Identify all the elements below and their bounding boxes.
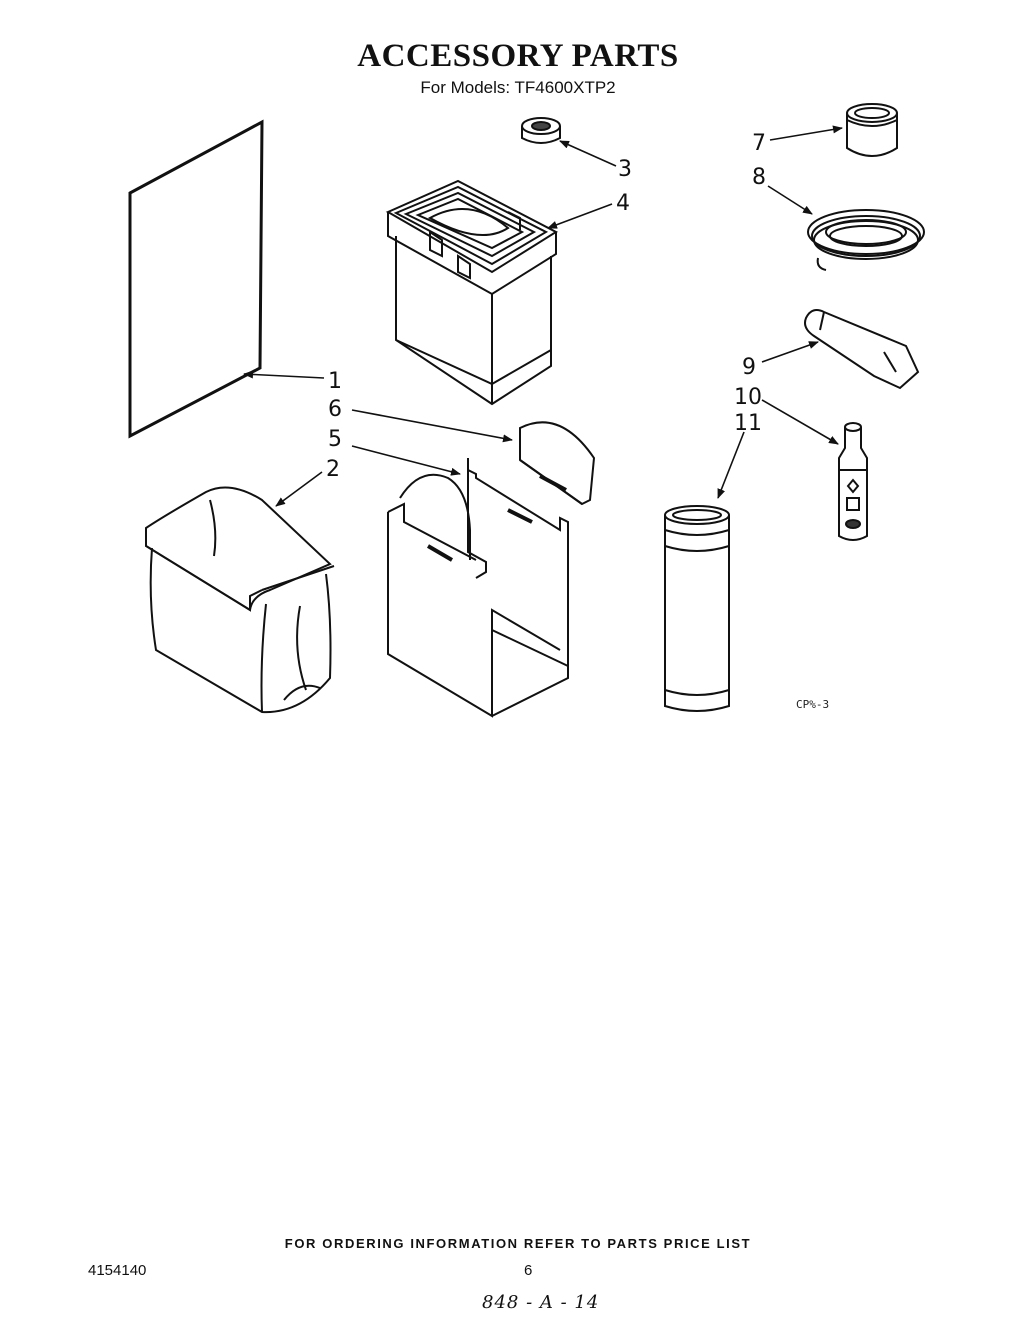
part-10-bottle: [838, 422, 868, 541]
leader-1: [243, 370, 325, 379]
callout-11: 11: [734, 411, 762, 436]
callout-7: 7: [752, 131, 766, 156]
model-subtitle: For Models: TF4600XTP2: [420, 78, 616, 97]
part-1-sheet: [128, 119, 264, 439]
callout-5: 5: [328, 427, 342, 452]
figure-code: CP%-3: [796, 698, 829, 711]
part-number: 4154140: [88, 1262, 147, 1279]
part-2-bag: [145, 486, 335, 714]
part-7-can: [846, 103, 898, 157]
leader-7: [769, 125, 843, 141]
page-number: 6: [524, 1262, 533, 1279]
callout-9: 9: [742, 355, 756, 380]
handwritten-code: 848 - A - 14: [482, 1292, 600, 1313]
leader-3: [559, 140, 617, 167]
callout-4: 4: [616, 191, 630, 216]
callout-8: 8: [752, 165, 766, 190]
callout-leaders: [243, 125, 843, 507]
leader-2: [275, 471, 323, 507]
ordering-note: FOR ORDERING INFORMATION REFER TO PARTS …: [284, 1236, 752, 1251]
part-4-container: [385, 179, 559, 406]
leader-8: [767, 185, 813, 215]
part-6-panel: [519, 421, 596, 506]
callout-3: 3: [618, 157, 632, 182]
part-11-aerosol: [664, 505, 730, 712]
leader-11: [717, 431, 745, 499]
callout-6: 6: [328, 397, 342, 422]
leader-5: [351, 445, 461, 476]
part-3-cap: [521, 117, 561, 144]
leader-10: [761, 399, 839, 445]
leader-6: [351, 409, 513, 443]
callout-10: 10: [734, 385, 762, 410]
callout-2: 2: [326, 457, 340, 482]
part-9-tube: [804, 309, 920, 390]
leader-4: [547, 203, 613, 229]
leader-9: [761, 341, 819, 363]
callout-1: 1: [328, 369, 342, 394]
part-5-frame: [387, 458, 569, 718]
callout-numbers: 1 2 3 4 5 6 7 8 9 10 11: [326, 131, 766, 482]
part-8-coil: [807, 209, 925, 271]
page-title: ACCESSORY PARTS: [357, 38, 679, 74]
